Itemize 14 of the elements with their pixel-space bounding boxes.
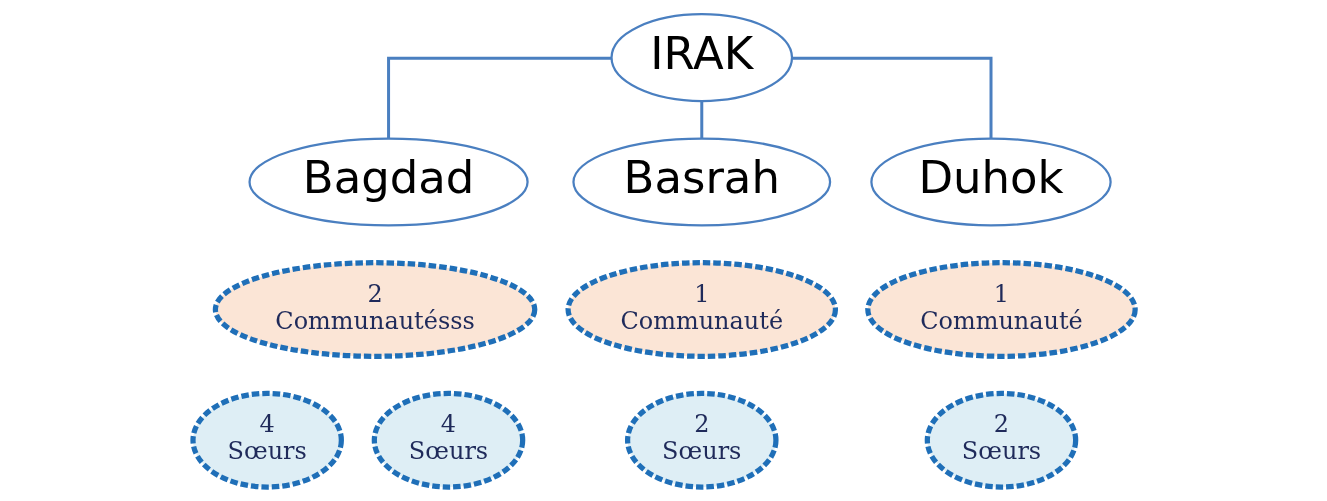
node-ellipse: Bagdad: [247, 137, 529, 227]
connector: [699, 101, 703, 139]
node-ellipse: 1 Communauté: [864, 260, 1138, 359]
node-ellipse: 1 Communauté: [565, 260, 838, 359]
node-ellipse: 2 Communautésss: [212, 260, 537, 359]
connector: [386, 56, 612, 138]
node-ellipse: 2 Sœurs: [924, 390, 1078, 490]
connector: [791, 56, 992, 138]
node-ellipse: IRAK: [609, 13, 793, 103]
node-ellipse: Basrah: [571, 137, 831, 227]
node-ellipse: 4 Sœurs: [189, 390, 344, 490]
node-ellipse: Duhok: [869, 137, 1112, 227]
node-ellipse: 4 Sœurs: [371, 390, 525, 490]
node-ellipse: 2 Sœurs: [624, 390, 779, 490]
